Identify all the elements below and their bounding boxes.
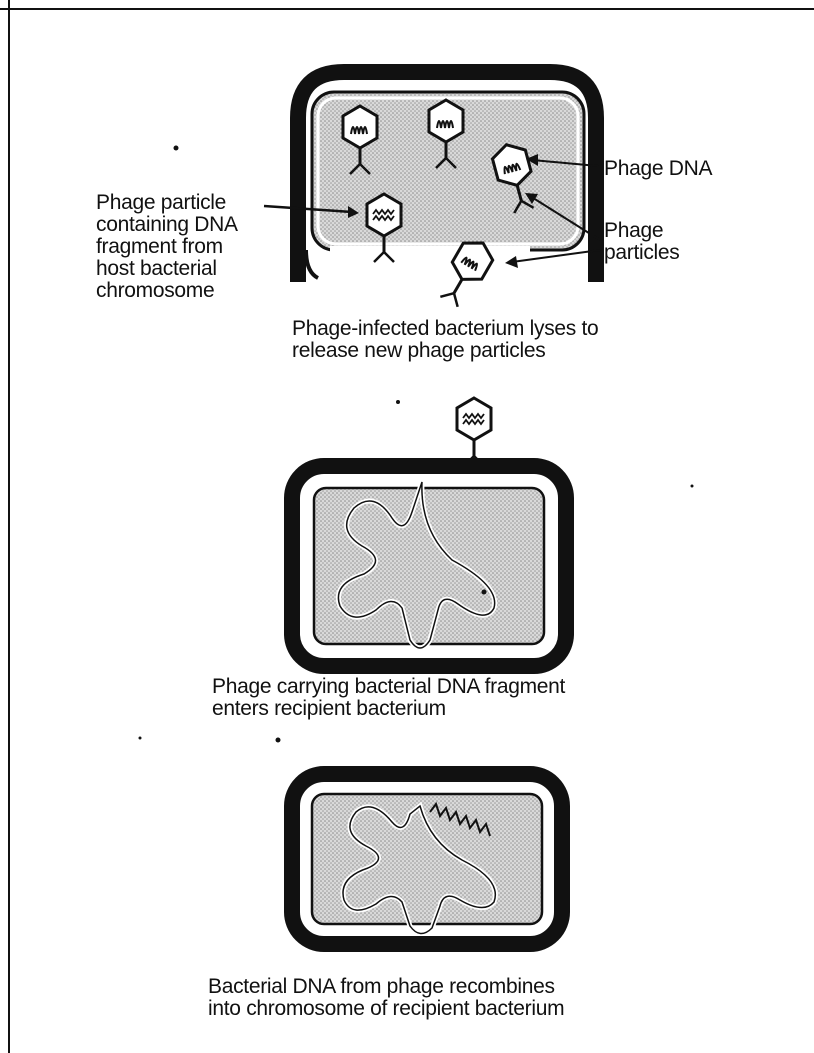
recombinant-bacterium-icon: [292, 774, 562, 944]
caption-line: release new phage particles: [292, 340, 598, 362]
injecting-phage-icon: [457, 398, 491, 466]
caption-line: Phage-infected bacterium lyses to: [292, 318, 598, 340]
label-transducing-particle: Phage particle containing DNA fragment f…: [96, 192, 238, 302]
caption-injection: Phage carrying bacterial DNA fragment en…: [212, 676, 565, 720]
caption-line: Bacterial DNA from phage recombines: [208, 976, 564, 998]
label-line: chromosome: [96, 280, 238, 302]
label-line: containing DNA: [96, 214, 238, 236]
label-line: fragment from: [96, 236, 238, 258]
label-phage-dna: Phage DNA: [604, 158, 712, 180]
label-phage-dna-text: Phage DNA: [604, 158, 712, 180]
label-line: particles: [604, 242, 680, 264]
label-line: Phage particle: [96, 192, 238, 214]
caption-lysis: Phage-infected bacterium lyses to releas…: [292, 318, 598, 362]
label-line: host bacterial: [96, 258, 238, 280]
caption-recombination: Bacterial DNA from phage recombines into…: [208, 976, 564, 1020]
label-line: Phage: [604, 220, 680, 242]
caption-line: into chromosome of recipient bacterium: [208, 998, 564, 1020]
caption-line: enters recipient bacterium: [212, 698, 565, 720]
label-phage-particles: Phage particles: [604, 220, 680, 264]
caption-line: Phage carrying bacterial DNA fragment: [212, 676, 565, 698]
